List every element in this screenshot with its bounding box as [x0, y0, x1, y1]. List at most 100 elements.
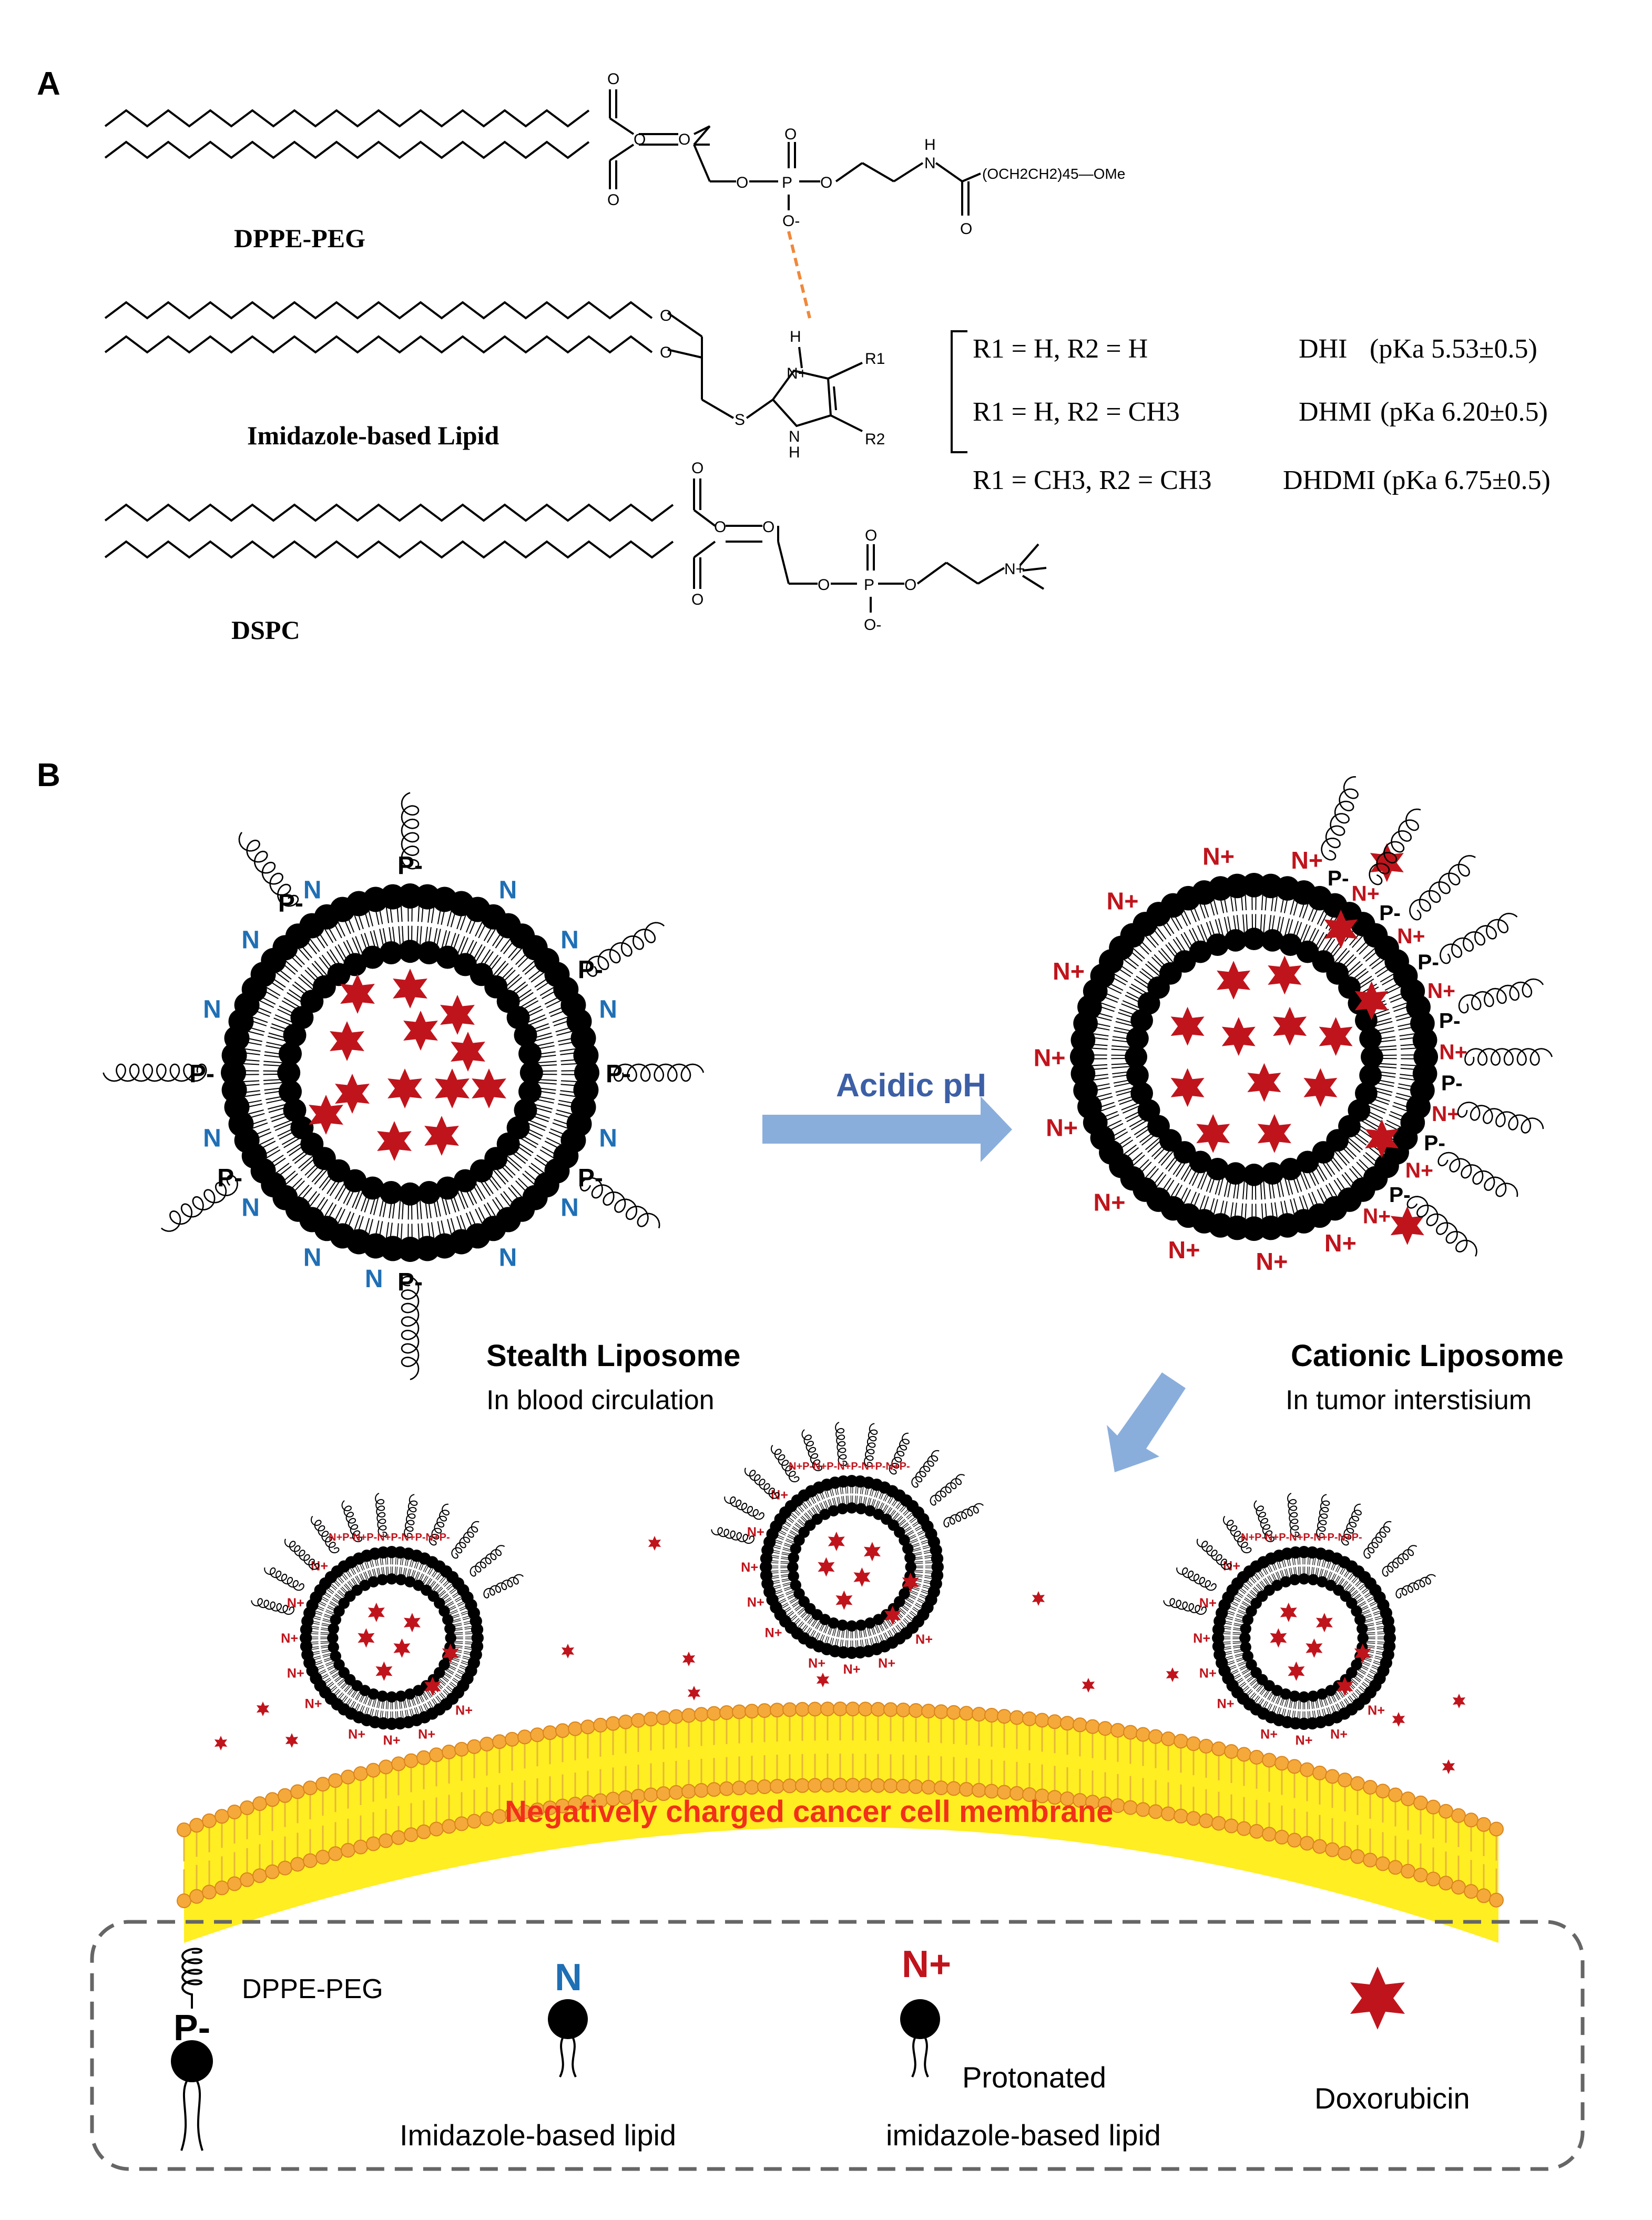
peg-coil: [451, 1521, 480, 1559]
lipid-head: [1383, 1623, 1396, 1636]
protonated-n-label: N+: [1034, 1044, 1066, 1072]
peg-coil: [311, 1515, 340, 1553]
lipid-head: [442, 1614, 454, 1625]
membrane-head: [1300, 1836, 1314, 1851]
lipid-head: [453, 1169, 477, 1193]
membrane-head: [215, 1809, 229, 1824]
zigzag-chain: [104, 503, 674, 522]
atom-n-plus: N+: [1004, 561, 1025, 578]
membrane-head: [1338, 1773, 1352, 1788]
protonated-n-label: N+: [1256, 1248, 1288, 1275]
membrane-head: [442, 1819, 456, 1834]
peg-coil: [1196, 1539, 1232, 1570]
membrane-head: [1439, 1804, 1453, 1819]
lipid-head: [328, 1641, 339, 1653]
imidazole-n-label: N: [599, 996, 617, 1024]
cationic-subtitle: In tumor interstisium: [1286, 1385, 1532, 1415]
membrane-head: [1022, 1711, 1037, 1726]
membrane-head: [782, 1702, 797, 1717]
lipid-head: [395, 1574, 407, 1585]
doxorubicin-star: [435, 1068, 470, 1108]
membrane-head: [1312, 1839, 1327, 1854]
membrane-head: [984, 1708, 999, 1723]
lipid-head: [1240, 1623, 1251, 1635]
protonated-n-label: N+: [418, 1727, 435, 1742]
membrane-head: [618, 1714, 633, 1729]
membrane-head: [366, 1836, 381, 1851]
peg-coil: [724, 1496, 764, 1520]
lipid-head: [518, 1080, 542, 1104]
membrane-head: [328, 1773, 343, 1788]
imidazole-n-label: N: [203, 1124, 221, 1152]
lipid-head: [1242, 1651, 1253, 1662]
doxorubicin-star: [424, 1116, 459, 1156]
membrane-head: [543, 1725, 557, 1740]
membrane-head: [189, 1818, 204, 1833]
atom-nh: N: [789, 428, 800, 445]
lipid-head: [790, 1543, 801, 1554]
lipid-head: [290, 1116, 314, 1139]
membrane-head: [404, 1753, 419, 1768]
protonated-n-label: N+: [287, 1666, 304, 1681]
membrane-head: [883, 1778, 898, 1794]
lipid-head: [837, 1620, 849, 1631]
lipid-head: [506, 1006, 530, 1030]
membrane-head: [1085, 1719, 1100, 1734]
membrane-head: [1123, 1725, 1138, 1740]
membrane-head: [1451, 1880, 1466, 1895]
surface-charge-label: N+P-N+P-N+P-N+P-N+P-: [789, 1461, 910, 1472]
lipid-head: [573, 1043, 599, 1068]
peg-coil: [1395, 1574, 1436, 1598]
atom-r2: R2: [865, 431, 885, 448]
lipid-head: [379, 941, 403, 964]
transport-arrow: [1107, 1372, 1186, 1472]
doxorubicin-star: [451, 1032, 485, 1072]
legend-n-plus: N+: [902, 1943, 951, 1985]
stealth-subtitle: In blood circulation: [486, 1385, 715, 1415]
free-doxorubicin: [214, 1536, 1466, 1774]
doxorubicin-star: [472, 1068, 506, 1108]
membrane-head: [871, 1702, 885, 1717]
legend-dppe-peg-symbol: [171, 1948, 213, 2151]
stealth-title: Stealth Liposome: [486, 1339, 740, 1373]
membrane-head: [1174, 1808, 1188, 1824]
lipid-head: [1355, 1082, 1378, 1105]
doxorubicin-star: [1306, 1638, 1323, 1658]
peg-coil: [1321, 776, 1359, 861]
membrane-head: [252, 1796, 267, 1811]
membrane-head: [177, 1822, 191, 1837]
membrane-head: [391, 1756, 406, 1771]
doxorubicin-star: [818, 1557, 835, 1577]
peg-coil: [1369, 808, 1421, 885]
membrane-head: [1464, 1812, 1478, 1828]
membrane-head: [580, 1719, 595, 1735]
lipid-head: [436, 945, 460, 969]
lipid-head: [1307, 1574, 1319, 1585]
membrane-head: [1224, 1818, 1239, 1834]
surface-charge-label: N+P-N+P-N+P-N+P-N+P-: [1241, 1532, 1362, 1543]
doxorubicin-star: [828, 1531, 845, 1551]
lipid-head: [846, 1620, 858, 1632]
protonated-n-label: N+: [1217, 1697, 1234, 1712]
doxorubicin-star: [285, 1733, 299, 1748]
lipid-head: [1240, 1641, 1251, 1653]
atom-o: O: [820, 174, 832, 191]
membrane-head: [896, 1703, 911, 1717]
peg-chain-formula: (OCH2CH2)45—OMe: [982, 166, 1125, 182]
membrane-head: [770, 1779, 784, 1794]
doxorubicin-star: [424, 1676, 441, 1696]
imidazole-n-label: N: [499, 1244, 517, 1272]
protonated-n-label: N+: [1363, 1204, 1391, 1228]
membrane-head: [997, 1709, 1012, 1724]
membrane-head: [757, 1779, 772, 1794]
lipid-head: [1137, 1099, 1160, 1122]
membrane-head: [921, 1704, 936, 1719]
atom-o: O: [660, 344, 672, 361]
lipid-head: [1189, 940, 1212, 963]
membrane-head: [1375, 1856, 1390, 1871]
lipid-head: [931, 1552, 944, 1565]
membrane-head: [883, 1702, 898, 1717]
atom-o: O: [904, 576, 916, 594]
lipid-head: [1224, 929, 1247, 952]
peg-coil: [1382, 1545, 1418, 1577]
